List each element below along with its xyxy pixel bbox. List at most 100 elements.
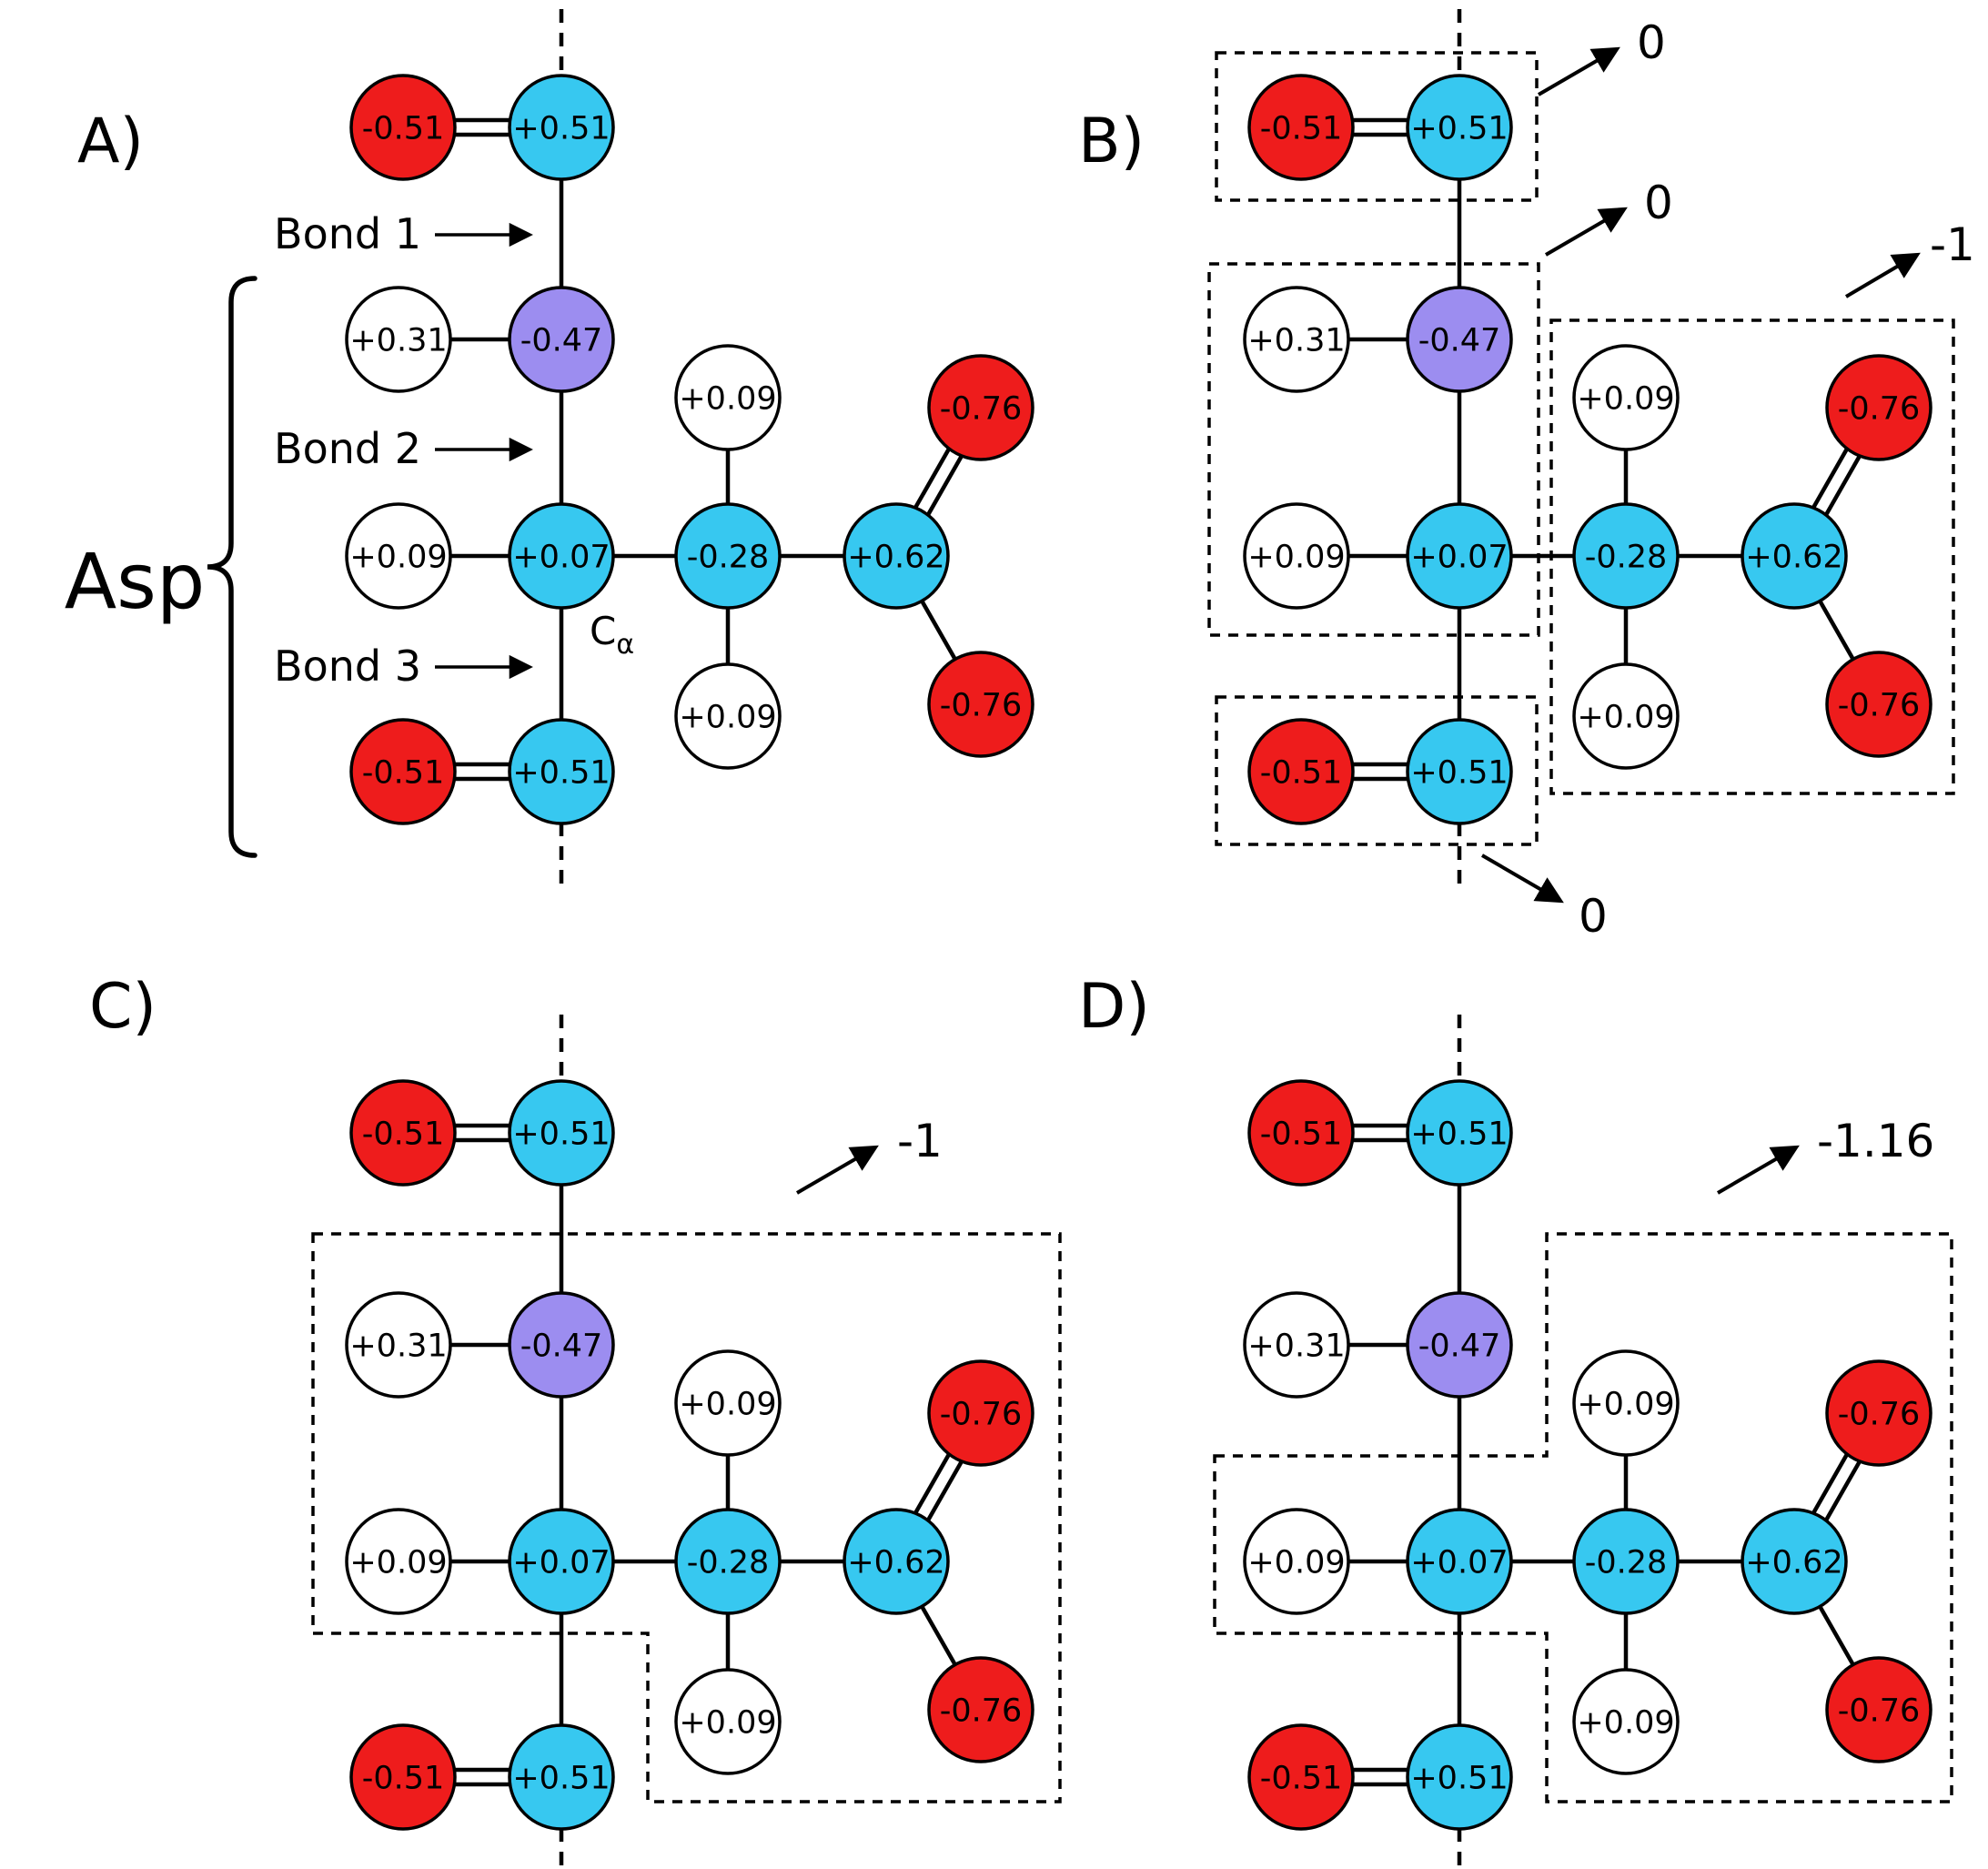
atom-charge-C-carbonyl: +0.51 xyxy=(1410,1760,1508,1796)
atom-H-beta-1 xyxy=(674,1349,782,1457)
atom-charge-O-delta-1: -0.76 xyxy=(1838,390,1921,427)
atom-N-amide xyxy=(1406,286,1513,393)
atom-charge-O-carbonyl: -0.51 xyxy=(362,754,445,791)
group-side-chain-arrow xyxy=(1844,252,1921,298)
atom-O-delta-2 xyxy=(927,651,1034,758)
atom-charge-O-delta-2: -0.76 xyxy=(1838,687,1921,723)
atom-C-beta xyxy=(674,502,782,610)
panel-C: -0.51+0.51+0.31-0.47+0.09+0.07+0.09-0.28… xyxy=(89,971,1062,1869)
atom-C-gamma xyxy=(1741,502,1848,610)
atom-N-amide xyxy=(1406,1291,1513,1399)
atom-H-alpha xyxy=(345,502,452,610)
atom-H-amide xyxy=(345,1291,452,1399)
atom-H-beta-2 xyxy=(674,1668,782,1775)
bond-label-3: Bond 3 xyxy=(274,642,421,691)
atom-charge-O-carbonyl: -0.51 xyxy=(362,1760,445,1796)
atom-charge-O-carbonyl: -0.51 xyxy=(1260,754,1343,791)
atom-H-alpha xyxy=(1243,502,1350,610)
atom-charge-C-alpha: +0.07 xyxy=(1410,539,1508,575)
atom-C-alpha xyxy=(508,1508,615,1615)
atom-charge-O-prev: -0.51 xyxy=(1260,110,1343,146)
group-backbone-nh-ca-charge: 0 xyxy=(1644,177,1673,229)
atom-charge-H-beta-1: +0.09 xyxy=(1577,380,1674,417)
atom-charge-H-beta-1: +0.09 xyxy=(679,1386,776,1422)
atom-charge-H-alpha: +0.09 xyxy=(1247,1544,1345,1581)
atom-charge-N-amide: -0.47 xyxy=(520,1328,603,1364)
atom-C-beta xyxy=(674,1508,782,1615)
atom-C-carbonyl xyxy=(1406,718,1513,825)
atom-C-carbonyl xyxy=(508,718,615,825)
atom-charge-O-delta-1: -0.76 xyxy=(940,1396,1023,1432)
atom-charge-N-amide: -0.47 xyxy=(1418,1328,1501,1364)
atom-charge-O-prev: -0.51 xyxy=(362,1116,445,1152)
atom-O-prev xyxy=(349,74,457,181)
atom-O-carbonyl xyxy=(1247,1723,1355,1831)
atom-charge-H-amide: +0.31 xyxy=(349,1328,447,1364)
panel-label-D: D) xyxy=(1078,971,1150,1043)
atom-H-amide xyxy=(1243,1291,1350,1399)
atom-charge-H-alpha: +0.09 xyxy=(349,539,447,575)
charge-group-arrow xyxy=(795,1145,879,1195)
atom-charge-C-prev: +0.51 xyxy=(1410,110,1508,146)
atom-C-beta xyxy=(1572,502,1680,610)
atom-charge-O-delta-1: -0.76 xyxy=(940,390,1023,427)
atom-H-amide xyxy=(1243,286,1350,393)
atom-H-beta-1 xyxy=(1572,344,1680,451)
atom-charge-H-amide: +0.31 xyxy=(1247,322,1345,359)
atom-charge-C-beta: -0.28 xyxy=(1585,539,1668,575)
atom-charge-H-beta-2: +0.09 xyxy=(679,1704,776,1741)
charge-group-box xyxy=(311,1232,1062,1803)
atom-charge-C-gamma: +0.62 xyxy=(847,539,944,575)
atom-O-delta-1 xyxy=(927,1359,1034,1467)
group-prev-carbonyl-charge: 0 xyxy=(1637,16,1666,69)
atom-H-beta-2 xyxy=(1572,1668,1680,1775)
atom-O-prev xyxy=(1247,1079,1355,1187)
atom-O-prev xyxy=(1247,74,1355,181)
c-alpha-label: Cα xyxy=(590,609,634,661)
atom-C-carbonyl xyxy=(1406,1723,1513,1831)
atom-charge-O-prev: -0.51 xyxy=(1260,1116,1343,1152)
group-carbonyl-box xyxy=(1215,695,1539,846)
atom-charge-H-alpha: +0.09 xyxy=(349,1544,447,1581)
atom-O-delta-1 xyxy=(1825,354,1932,461)
atom-C-alpha xyxy=(1406,1508,1513,1615)
atom-charge-C-prev: +0.51 xyxy=(512,110,610,146)
panel-label-A: A) xyxy=(77,106,144,177)
atom-charge-H-amide: +0.31 xyxy=(349,322,447,359)
atom-C-alpha xyxy=(508,502,615,610)
atom-N-amide xyxy=(508,1291,615,1399)
bond-label-1: Bond 1 xyxy=(274,209,421,258)
charge-group-arrow xyxy=(1716,1145,1800,1195)
atom-charge-H-beta-1: +0.09 xyxy=(679,380,776,417)
group-backbone-nh-ca-box xyxy=(1207,262,1540,637)
atom-H-alpha xyxy=(1243,1508,1350,1615)
residue-label: Asp xyxy=(65,537,206,626)
group-carbonyl-charge: 0 xyxy=(1579,890,1608,943)
atom-O-delta-2 xyxy=(1825,1656,1932,1763)
group-carbonyl-arrow xyxy=(1480,854,1564,904)
panel-A: -0.51+0.51+0.31-0.47+0.09+0.07+0.09-0.28… xyxy=(65,9,1034,884)
group-backbone-nh-ca-arrow xyxy=(1544,207,1628,257)
atom-H-amide xyxy=(345,286,452,393)
atom-O-delta-2 xyxy=(1825,651,1932,758)
atom-charge-O-delta-1: -0.76 xyxy=(1838,1396,1921,1432)
atom-C-prev xyxy=(508,1079,615,1187)
atom-charge-C-prev: +0.51 xyxy=(1410,1116,1508,1152)
atom-C-carbonyl xyxy=(508,1723,615,1831)
atom-charge-H-amide: +0.31 xyxy=(1247,1328,1345,1364)
atom-charge-C-beta: -0.28 xyxy=(687,539,770,575)
atom-charge-C-alpha: +0.07 xyxy=(1410,1544,1508,1581)
atom-charge-C-prev: +0.51 xyxy=(512,1116,610,1152)
atom-O-delta-2 xyxy=(927,1656,1034,1763)
atom-C-gamma xyxy=(1741,1508,1848,1615)
atom-charge-O-delta-2: -0.76 xyxy=(1838,1692,1921,1729)
atom-charge-C-gamma: +0.62 xyxy=(847,1544,944,1581)
atom-H-beta-1 xyxy=(674,344,782,451)
atom-charge-H-beta-2: +0.09 xyxy=(1577,1704,1674,1741)
atom-charge-N-amide: -0.47 xyxy=(1418,322,1501,359)
atom-charge-H-alpha: +0.09 xyxy=(1247,539,1345,575)
atom-H-beta-1 xyxy=(1572,1349,1680,1457)
atom-charge-C-gamma: +0.62 xyxy=(1745,539,1842,575)
atom-charge-C-carbonyl: +0.51 xyxy=(512,754,610,791)
